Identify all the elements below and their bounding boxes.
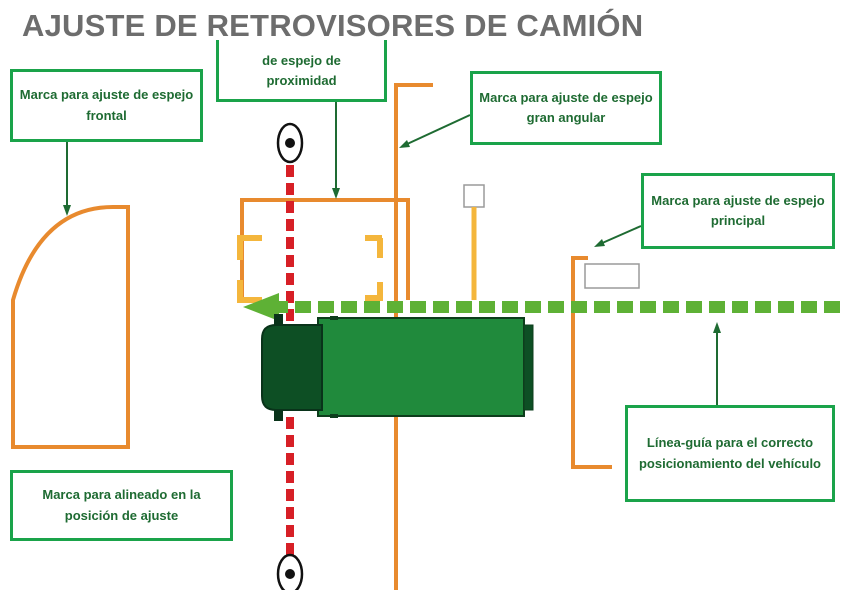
- callout-connectors: [63, 102, 721, 405]
- label-proximity-mirror: de espejo de proximidad: [262, 52, 341, 88]
- yellow-post-box: [463, 184, 485, 208]
- wide-angle-mirror-mark: [394, 83, 433, 590]
- connector-wide-angle: [404, 114, 471, 146]
- main-mirror-box: [584, 263, 640, 289]
- truck-cab: [261, 324, 323, 411]
- diagram-title: AJUSTE DE RETROVISORES DE CAMIÓN: [22, 8, 644, 43]
- callout-guide-line: Línea-guía para el correcto posicionamie…: [625, 405, 835, 502]
- label-main-mirror: Marca para ajuste de espejo principal: [651, 192, 825, 228]
- proximity-mirror-mark: [240, 198, 410, 300]
- truck-body: [317, 317, 525, 417]
- alignment-target-bottom: [276, 553, 304, 590]
- label-wide-angle-mirror: Marca para ajuste de espejo gran angular: [479, 89, 653, 125]
- label-guide-line: Línea-guía para el correcto posicionamie…: [638, 435, 822, 471]
- callout-main-mirror: Marca para ajuste de espejo principal: [641, 173, 835, 249]
- guide-line-arrowhead: [243, 293, 279, 321]
- truck-mirror-left: [274, 314, 283, 325]
- connector-main-mirror: [599, 225, 642, 245]
- main-mirror-mark: [571, 256, 612, 469]
- alignment-target-top: [276, 122, 304, 164]
- truck-rear-bumper: [523, 324, 534, 411]
- callout-alignment-mark: Marca para alineado en la posición de aj…: [10, 470, 233, 541]
- front-mirror-mark: [11, 205, 130, 449]
- truck: [261, 314, 534, 421]
- callout-wide-angle-mirror: Marca para ajuste de espejo gran angular: [470, 71, 662, 145]
- callout-proximity-mirror: de espejo de proximidad: [216, 40, 387, 102]
- truck-mirror-right: [274, 410, 283, 421]
- proximity-corner-brackets: [237, 235, 383, 303]
- label-alignment-mark: Marca para alineado en la posición de aj…: [42, 487, 201, 523]
- callout-front-mirror: Marca para ajuste de espejo frontal: [10, 69, 203, 142]
- label-front-mirror: Marca para ajuste de espejo frontal: [19, 87, 194, 123]
